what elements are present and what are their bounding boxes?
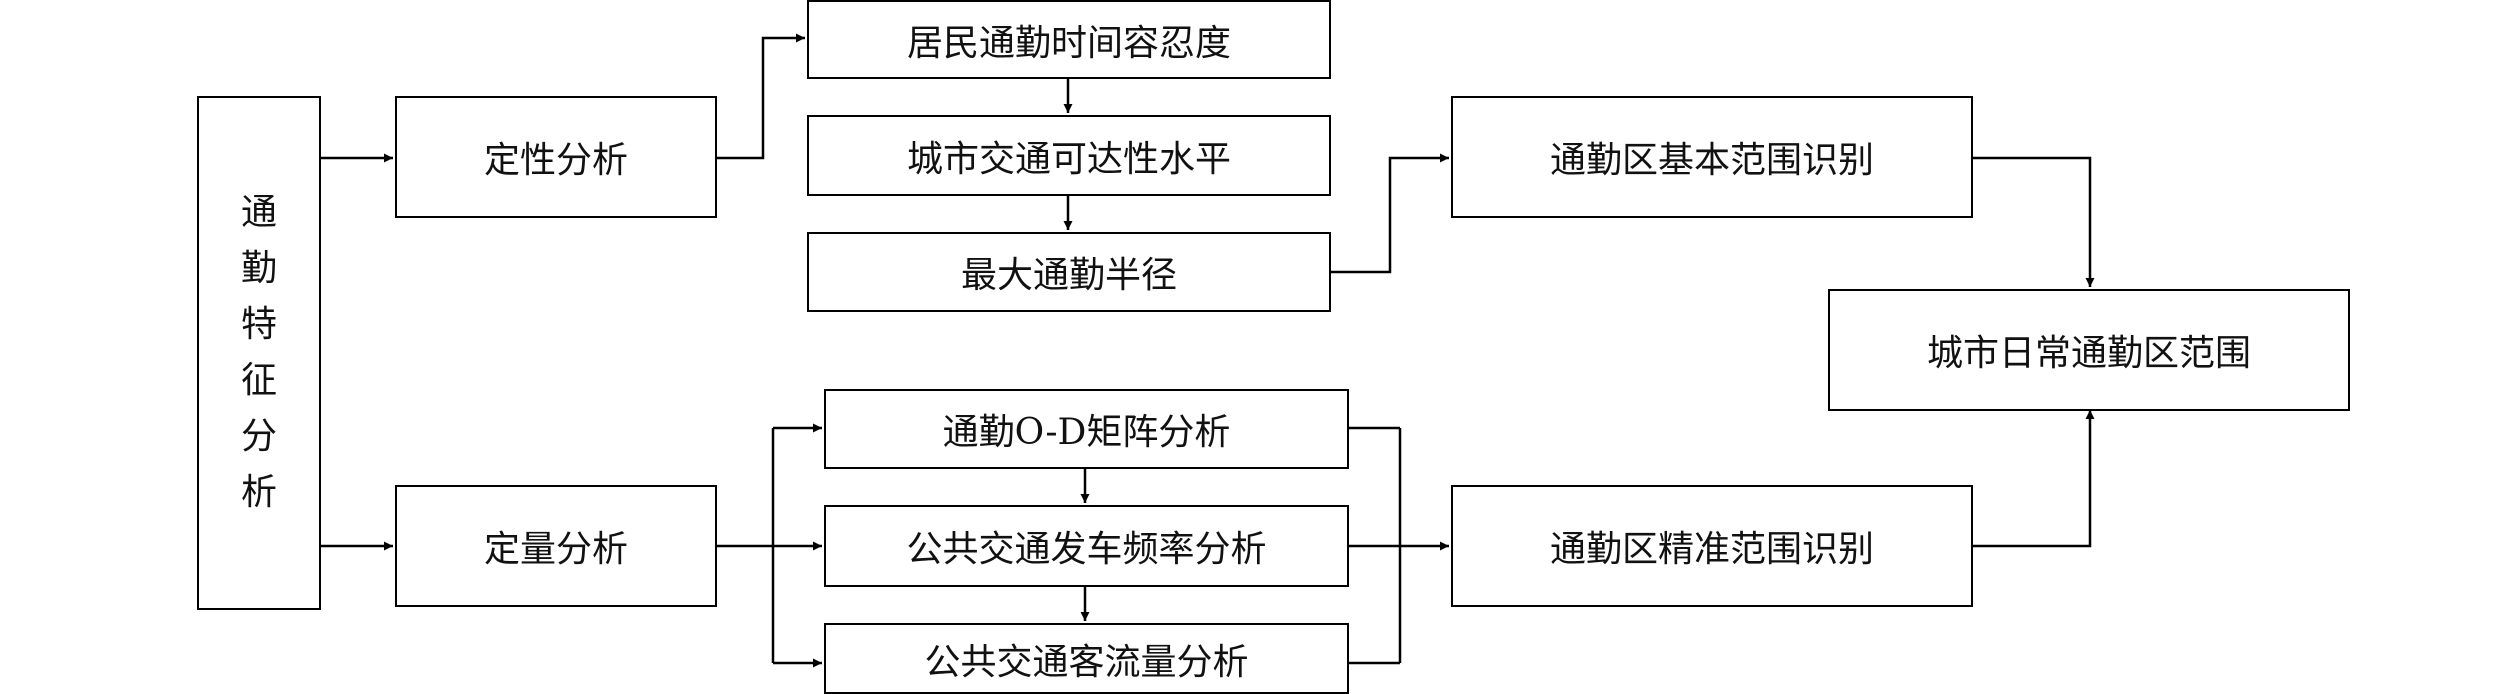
quantitative-analysis-box: 定量分析 <box>395 485 717 607</box>
arrow-qualitative-to-tolerance <box>716 33 805 160</box>
basic-range-label: 通勤区基本范围识别 <box>1549 140 1874 181</box>
vertical-char: 勤 <box>240 248 277 289</box>
vertical-char: 通 <box>240 192 277 233</box>
vertical-char: 征 <box>240 360 277 401</box>
od-matrix-box: 通勤O-D矩阵分析 <box>824 389 1349 469</box>
vertical-char: 特 <box>240 304 277 345</box>
max-radius-box: 最大通勤半径 <box>807 232 1331 312</box>
accessibility-label: 城市交通可达性水平 <box>906 138 1231 180</box>
precise-range-label: 通勤区精准范围识别 <box>1549 529 1874 570</box>
qualitative-analysis-box: 定性分析 <box>395 96 717 218</box>
passenger-flow-label: 公共交通客流量分析 <box>924 641 1249 683</box>
arrow-basic-to-final <box>1972 156 2095 287</box>
passenger-flow-box: 公共交通客流量分析 <box>824 623 1349 694</box>
frequency-label: 公共交通发车频率分析 <box>906 529 1267 570</box>
arrow-radius-to-basic <box>1330 153 1449 274</box>
precise-range-box: 通勤区精准范围识别 <box>1451 485 1973 607</box>
vertical-char: 析 <box>240 472 277 513</box>
arrow-precise-to-final <box>1972 410 2095 548</box>
od-matrix-label: 通勤O-D矩阵分析 <box>942 412 1231 453</box>
commute-feature-analysis-box: 通 勤 特 征 分 析 <box>197 96 321 610</box>
basic-range-box: 通勤区基本范围识别 <box>1451 96 1973 218</box>
tolerance-label: 居民通勤时间容忍度 <box>906 22 1231 64</box>
max-radius-label: 最大通勤半径 <box>960 255 1177 296</box>
frequency-box: 公共交通发车频率分析 <box>824 505 1349 587</box>
final-range-box: 城市日常通勤区范围 <box>1828 289 2350 411</box>
quantitative-analysis-label: 定量分析 <box>483 529 628 570</box>
tolerance-box: 居民通勤时间容忍度 <box>807 0 1331 79</box>
vertical-char: 分 <box>240 416 277 457</box>
qualitative-analysis-label: 定性分析 <box>483 140 628 181</box>
final-range-label: 城市日常通勤区范围 <box>1926 333 2251 374</box>
accessibility-box: 城市交通可达性水平 <box>807 115 1331 196</box>
